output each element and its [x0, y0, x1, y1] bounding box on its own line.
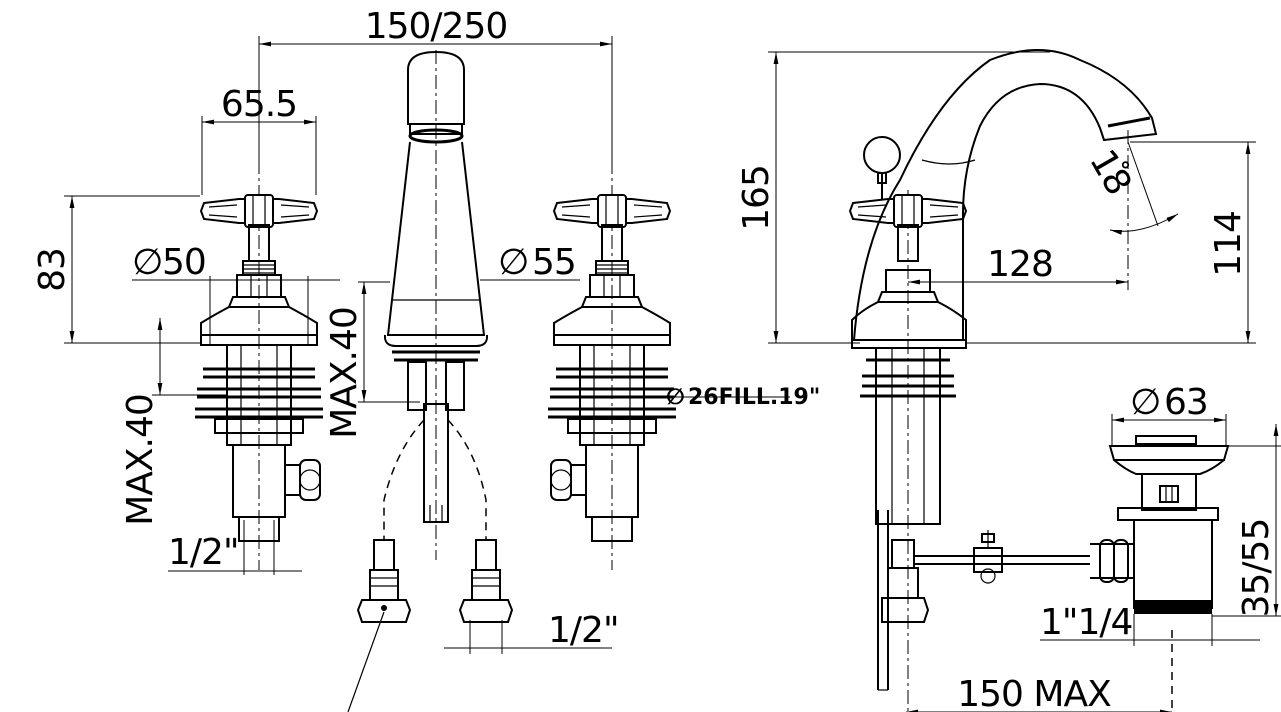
label-max-center: MAX.40 [324, 307, 365, 439]
label-total-height: 165 [736, 165, 777, 231]
hose-fitting-left [356, 539, 412, 623]
hose-fitting-right [458, 539, 514, 623]
label-pipe: 26FILL.19" [688, 385, 820, 410]
label-thread-center: 1/2" [548, 610, 619, 651]
label-height-left: 83 [32, 248, 73, 292]
label-spout-centers: 150/250 [365, 6, 508, 47]
label-flange-right: 55 [532, 242, 576, 283]
label-waste-thread: 1"1/4 [1040, 602, 1132, 643]
side-view [849, 49, 1230, 712]
label-diameter-symbol-right: ∅ [498, 242, 528, 283]
dimension-lines [64, 36, 1281, 712]
right-tap [546, 160, 678, 570]
label-spout-height: 114 [1208, 211, 1249, 277]
label-pipe-diameter-symbol: ∅ [666, 385, 685, 410]
label-waste-flange: 63 [1164, 382, 1208, 423]
left-tap [193, 160, 325, 570]
label-thread-left: 1/2" [168, 532, 239, 573]
right-tap-elbow [550, 459, 586, 501]
label-max-left: MAX.40 [120, 394, 161, 526]
left-tap-elbow [285, 459, 321, 501]
waste-assembly [1090, 435, 1230, 614]
front-spout [347, 50, 514, 712]
label-handle-span: 65.5 [221, 84, 297, 125]
label-angle-degree: ° [1120, 159, 1131, 184]
label-waste-diameter-symbol: ∅ [1130, 382, 1160, 423]
label-flange-left: 50 [162, 242, 206, 283]
label-diameter-symbol-left: ∅ [132, 242, 162, 283]
label-waste-adjust: 35/55 [1236, 519, 1277, 618]
label-rod-max: 150 MAX [957, 674, 1111, 712]
label-reach: 128 [987, 244, 1053, 285]
